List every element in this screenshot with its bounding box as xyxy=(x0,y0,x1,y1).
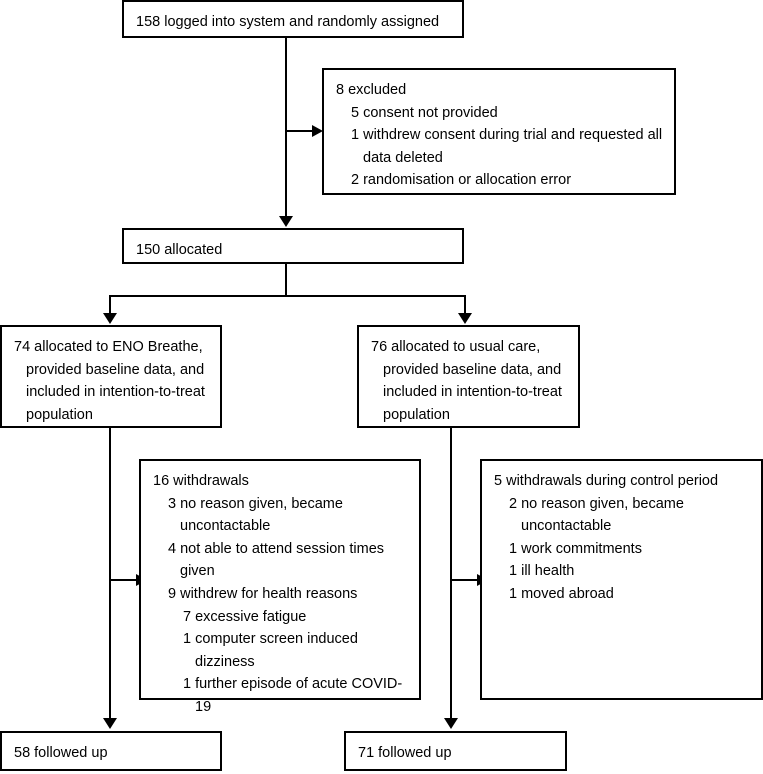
box-enrolled: 158 logged into system and randomly assi… xyxy=(122,0,464,38)
box-enrolled-lines: 158 logged into system and randomly assi… xyxy=(136,11,452,34)
flow-line: 1 moved abroad xyxy=(509,585,614,602)
flow-line: 5 consent not provided xyxy=(351,104,498,121)
flow-line: 1 work commitments xyxy=(509,540,642,557)
flow-line: 150 allocated xyxy=(136,242,223,258)
flow-line: 1 ill health xyxy=(509,563,575,580)
connector-left-trunk xyxy=(109,427,111,722)
arrowhead-to-followed-control xyxy=(444,718,458,729)
flow-line: 7 excessive fatigue xyxy=(183,608,307,625)
flow-line: 4 not able to attend session times given xyxy=(168,540,389,580)
connector-enrolled-to-allocated xyxy=(285,38,287,220)
box-allocated-lines: 150 allocated xyxy=(136,239,452,262)
box-followed-control-lines: 71 followed up xyxy=(358,742,555,765)
arrowhead-to-allocated xyxy=(279,216,293,227)
box-followed-intervention: 58 followed up xyxy=(0,731,222,771)
flow-line: 2 randomisation or allocation error xyxy=(351,172,572,189)
box-followed-intervention-lines: 58 followed up xyxy=(14,742,210,765)
box-allocated: 150 allocated xyxy=(122,228,464,264)
flow-line: 2 no reason given, became uncontactable xyxy=(509,495,688,535)
flow-line: 76 allocated to usual care, provided bas… xyxy=(371,339,566,423)
flow-line: 74 allocated to ENO Breathe, provided ba… xyxy=(14,339,209,423)
flow-line: 58 followed up xyxy=(14,745,108,761)
arrowhead-to-followed-intervention xyxy=(103,718,117,729)
box-withdrawals-intervention: 16 withdrawals 3 no reason given, became … xyxy=(139,459,421,715)
box-alloc-control-lines: 76 allocated to usual care, provided bas… xyxy=(371,336,568,426)
arrowhead-to-alloc-control xyxy=(458,313,472,324)
box-followed-control: 71 followed up xyxy=(344,731,567,771)
box-alloc-intervention: 74 allocated to ENO Breathe, provided ba… xyxy=(0,325,222,428)
connector-left-to-withdrawals xyxy=(111,579,140,581)
flow-line: 71 followed up xyxy=(358,745,452,761)
flow-line: 9 withdrew for health reasons xyxy=(168,585,358,602)
box-excluded-lines: 8 excluded 5 consent not provided 1 withdr… xyxy=(336,79,664,192)
connector-allocated-split-stem xyxy=(285,263,287,297)
box-withdrawals-control: 5 withdrawals during control period 2 no … xyxy=(480,459,763,700)
arrowhead-to-excluded xyxy=(312,125,323,137)
flow-line: 1 withdrew consent during trial and requ… xyxy=(351,127,667,166)
box-alloc-control: 76 allocated to usual care, provided bas… xyxy=(357,325,580,428)
box-alloc-intervention-lines: 74 allocated to ENO Breathe, provided ba… xyxy=(14,336,210,426)
flow-line: 16 withdrawals xyxy=(153,473,249,489)
box-withdrawals-intervention-lines: 16 withdrawals 3 no reason given, became … xyxy=(153,470,409,719)
flow-line: 5 withdrawals during control period xyxy=(494,473,719,489)
connector-right-to-withdrawals xyxy=(452,579,481,581)
flow-line: 8 excluded xyxy=(336,82,407,98)
flow-line: 1 computer screen induced dizziness xyxy=(183,631,362,670)
arrowhead-to-alloc-intervention xyxy=(103,313,117,324)
box-excluded: 8 excluded 5 consent not provided 1 withdr… xyxy=(322,68,676,195)
connector-split-left-drop xyxy=(109,295,111,315)
flow-line: 3 no reason given, became uncontactable xyxy=(168,495,347,535)
flow-line: 158 logged into system and randomly assi… xyxy=(136,14,440,30)
connector-split-right-drop xyxy=(464,295,466,315)
connector-enrolled-to-excluded xyxy=(287,130,316,132)
connector-allocated-split-bar xyxy=(109,295,466,297)
connector-right-trunk xyxy=(450,427,452,722)
flow-line: 1 further episode of acute COVID-19 xyxy=(183,676,403,715)
box-withdrawals-control-lines: 5 withdrawals during control period 2 no … xyxy=(494,470,751,606)
